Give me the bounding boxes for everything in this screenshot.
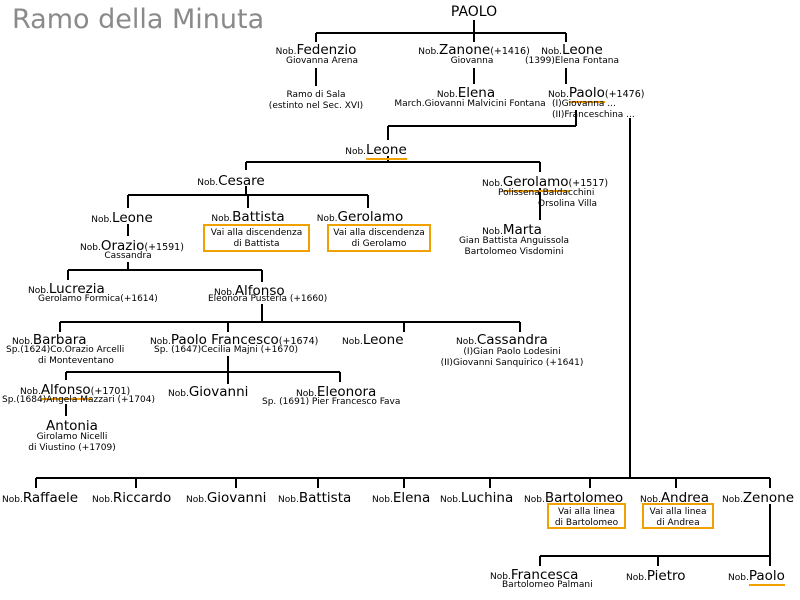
spouses-marta: Gian Battista Anguissola Bartolomeo Visd… [458, 236, 570, 257]
person-giovanni-2[interactable]: Nob.Giovanni [186, 490, 267, 506]
link-linea-andrea[interactable]: Vai alla linea di Andrea [642, 503, 714, 529]
person-giovanni-1[interactable]: Nob.Giovanni [168, 384, 249, 400]
person-paolo-last[interactable]: Nob.Paolo [728, 568, 785, 586]
link-discendenza-gerolamo[interactable]: Vai alla discendenza di Gerolamo [327, 224, 431, 252]
person-pietro[interactable]: Nob.Pietro [626, 568, 686, 584]
person-fedenzio[interactable]: Nob.Fedenzio [275, 42, 357, 58]
person-gerolamo-1517[interactable]: Nob.Gerolamo(+1517) [482, 174, 609, 192]
person-zanone[interactable]: Nob.Zanone(+1416) [418, 42, 530, 58]
spouses-paolo-1476: (I)Giovanna ... (II)Franceschina ... [552, 99, 635, 120]
link-linea-bartolomeo[interactable]: Vai alla linea di Bartolomeo [547, 503, 626, 529]
person-antonia[interactable]: Antonia [46, 418, 98, 434]
person-elena-1[interactable]: Nob.Elena [436, 85, 496, 101]
person-gerolamo-2[interactable]: Nob.Gerolamo [316, 209, 404, 225]
person-lucrezia[interactable]: Nob.Lucrezia [28, 281, 105, 297]
person-zenone[interactable]: Nob.Zenone [722, 490, 795, 506]
spouse-barbara-1: Sp.(1624)Co.Orazio Arcelli [6, 345, 125, 355]
person-riccardo[interactable]: Nob.Riccardo [92, 490, 172, 506]
spouse-alfonso-1: Eleonora Pusterla (+1660) [208, 294, 328, 304]
spouse-gerolamo-1517-1: Polissena Baldacchini [498, 188, 595, 198]
person-barbara[interactable]: Nob.Barbara [12, 332, 87, 348]
person-luchina[interactable]: Nob.Luchina [440, 490, 514, 506]
spouse-barbara-2: di Monteventano [38, 356, 114, 366]
person-alfonso-2[interactable]: Nob.Alfonso(+1701) [20, 382, 131, 400]
person-bartolomeo[interactable]: Nob.Bartolomeo [524, 490, 624, 506]
person-cesare[interactable]: Nob.Cesare [197, 173, 265, 189]
person-francesca[interactable]: Nob.Francesca [490, 567, 579, 583]
spouse-alfonso-2: Sp.(1684)Angela Mazzari (+1704) [2, 395, 155, 405]
spouse-gerolamo-1517-2: Orsolina Villa [538, 199, 598, 209]
spouse-fedenzio: Giovanna Arena [285, 56, 359, 66]
spouse-lucrezia: Gerolamo Formica(+1614) [38, 294, 158, 304]
person-marta[interactable]: Nob.Marta [482, 222, 542, 238]
spouse-eleonora: Sp. (1691) Pier Francesco Fava [262, 397, 401, 407]
person-paolo-root: PAOLO [450, 4, 498, 20]
person-eleonora[interactable]: Nob.Eleonora [296, 384, 377, 400]
spouse-leone-1399: (1399)Elena Fontana [524, 56, 620, 66]
ramo-di-sala-label: Ramo di Sala (estinto nel Sec. XVI) [268, 90, 364, 111]
person-paolo-1476[interactable]: Nob.Paolo(+1476) [548, 85, 645, 103]
spouse-zanone: Giovanna [450, 56, 494, 66]
person-leone-3[interactable]: Nob.Leone [91, 210, 153, 226]
link-discendenza-battista[interactable]: Vai alla discendenza di Battista [203, 224, 310, 252]
page-title: Ramo della Minuta [12, 4, 265, 35]
person-andrea[interactable]: Nob.Andrea [640, 490, 710, 506]
person-leone-2[interactable]: Nob.Leone [345, 142, 407, 160]
person-orazio[interactable]: Nob.Orazio(+1591) [80, 238, 184, 254]
spouses-antonia: Girolamo Nicelli di Viustino (+1709) [28, 432, 116, 453]
person-battista-1[interactable]: Nob.Battista [211, 209, 285, 225]
person-cassandra[interactable]: Nob.Cassandra [456, 332, 548, 348]
spouses-cassandra: (I)Gian Paolo Lodesini (II)Giovanni Sanq… [440, 347, 584, 368]
person-leone-4[interactable]: Nob.Leone [342, 332, 404, 348]
spouse-elena-1: March.Giovanni Malvicini Fontana [394, 99, 546, 109]
person-alfonso-1[interactable]: Nob.Alfonso [214, 283, 285, 299]
spouse-orazio: Cassandra [104, 251, 152, 261]
person-raffaele[interactable]: Nob.Raffaele [2, 490, 79, 506]
spouse-francesca: Bartolomeo Palmani [502, 580, 593, 590]
person-leone-1399[interactable]: Nob.Leone [541, 42, 603, 58]
person-battista-2[interactable]: Nob.Battista [278, 490, 352, 506]
person-paolo-francesco[interactable]: Nob.Paolo Francesco(+1674) [150, 332, 319, 348]
spouse-paolo-francesco: Sp. (1647)Cecilia Majni (+1670) [154, 345, 299, 355]
person-elena-2[interactable]: Nob.Elena [372, 490, 431, 506]
